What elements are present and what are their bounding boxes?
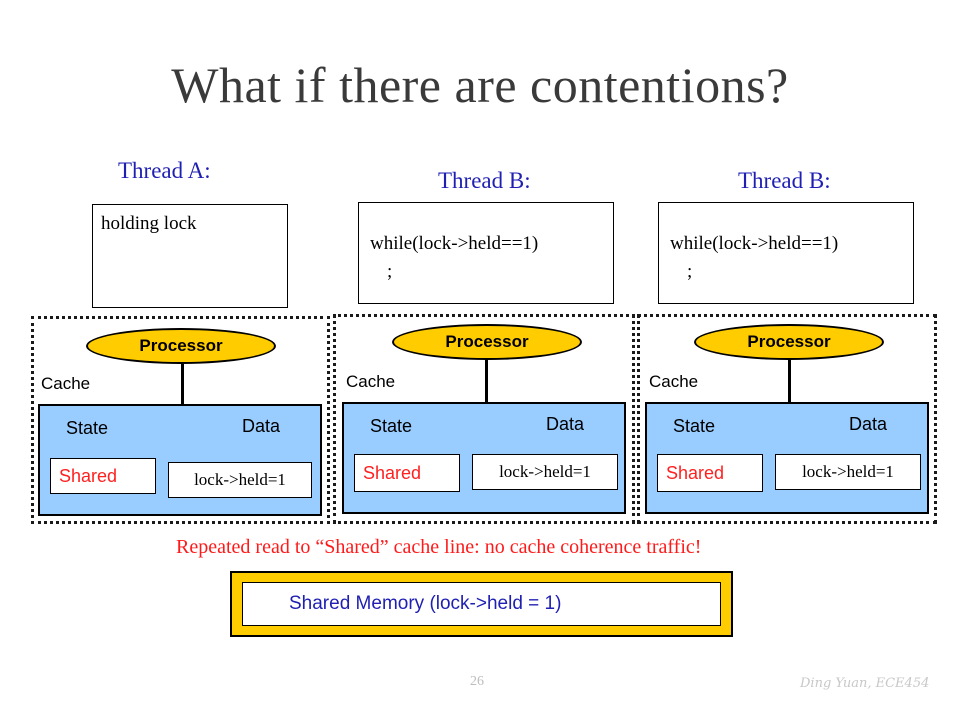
data-lock-cell: lock->held=1 xyxy=(472,454,618,490)
cache-label-1: Cache xyxy=(41,374,91,393)
bus-line-1 xyxy=(181,364,184,406)
state-shared-cell: Shared xyxy=(354,454,460,492)
thread-b-label-2: Thread B: xyxy=(738,168,831,193)
cache-box-3: State Data Shared lock->held=1 xyxy=(645,402,929,514)
data-lock-cell: lock->held=1 xyxy=(168,462,312,498)
shared-memory-frame: Shared Memory (lock->held = 1) xyxy=(230,571,733,637)
processor-3: Processor xyxy=(694,324,884,360)
thread-b-label-1: Thread B: xyxy=(438,168,531,193)
coherence-note: Repeated read to “Shared” cache line: no… xyxy=(176,536,702,558)
node-boundary-3 xyxy=(637,314,937,524)
cache-box-2: State Data Shared lock->held=1 xyxy=(342,402,626,514)
data-lock-cell: lock->held=1 xyxy=(775,454,921,490)
code-line: while(lock->held==1) xyxy=(370,233,539,254)
state-header: State xyxy=(673,416,716,436)
code-line: ; xyxy=(687,261,693,282)
cache-box-1: State Data Shared lock->held=1 xyxy=(38,404,322,516)
thread-b-code-box-1: while(lock->held==1) ; xyxy=(358,202,614,304)
node-boundary-1 xyxy=(31,316,330,524)
author-credit: Ding Yuan, ECE454 xyxy=(800,676,930,691)
slide-title: What if there are contentions? xyxy=(171,57,789,113)
thread-a-label: Thread A: xyxy=(118,158,211,183)
cache-label-3: Cache xyxy=(649,372,699,391)
bus-line-3 xyxy=(788,360,791,404)
state-shared-cell: Shared xyxy=(50,458,156,494)
page-number: 26 xyxy=(470,674,484,689)
processor-2: Processor xyxy=(392,324,582,360)
state-header: State xyxy=(370,416,413,436)
node-boundary-2 xyxy=(333,314,635,524)
thread-b-code-box-2: while(lock->held==1) ; xyxy=(658,202,914,304)
processor-1: Processor xyxy=(86,328,276,364)
state-shared-cell: Shared xyxy=(657,454,763,492)
state-header: State xyxy=(66,418,109,438)
code-line: ; xyxy=(387,261,393,282)
code-line: holding lock xyxy=(101,213,197,234)
bus-line-2 xyxy=(485,360,488,404)
code-line: while(lock->held==1) xyxy=(670,233,839,254)
cache-label-2: Cache xyxy=(346,372,396,391)
data-header: Data xyxy=(546,414,585,434)
shared-memory-label: Shared Memory (lock->held = 1) xyxy=(242,582,721,626)
data-header: Data xyxy=(242,416,281,436)
thread-a-code-box: holding lock xyxy=(92,204,288,308)
data-header: Data xyxy=(849,414,888,434)
